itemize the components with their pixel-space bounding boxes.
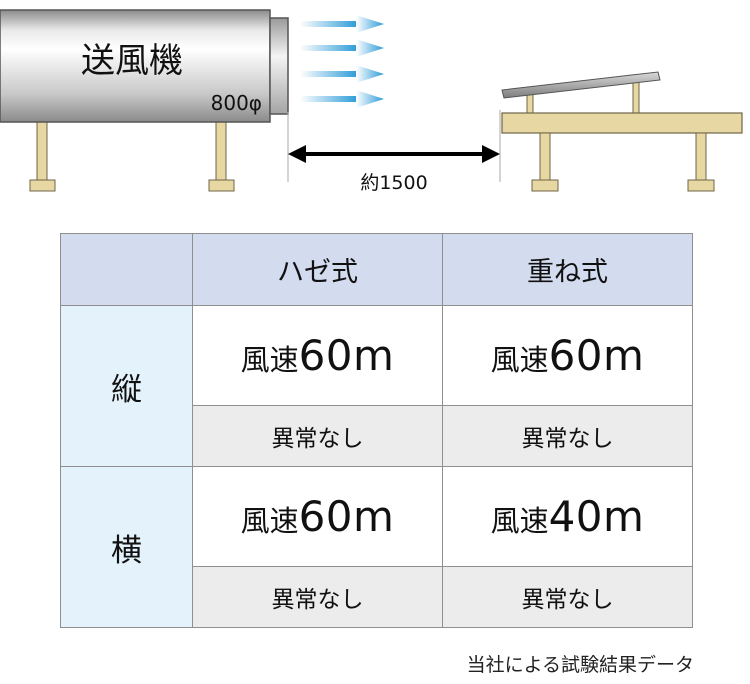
roof-sample: [501, 71, 661, 99]
status-cell: 異常なし: [192, 405, 443, 467]
wind-speed-cell: 風速60m: [192, 305, 443, 406]
speed-value: 60m: [548, 331, 645, 380]
speed-prefix: 風速: [240, 343, 299, 377]
wind-arrow-icon: [300, 39, 384, 57]
distance-marker: 約1500: [287, 110, 501, 194]
table-header-row: ハゼ式 重ね式: [60, 233, 693, 306]
status-cell: 異常なし: [192, 566, 443, 628]
speed-prefix: 風速: [240, 504, 299, 538]
speed-prefix: 風速: [490, 504, 549, 538]
wind-speed-cell: 風速40m: [442, 466, 693, 567]
wind-speed-cell: 風速60m: [442, 305, 693, 406]
distance-label: 約1500: [360, 172, 427, 194]
blower: 送風機 800φ: [0, 9, 289, 123]
table-row: 異常なし 異常なし: [61, 405, 693, 467]
table-row: 異常なし 異常なし: [61, 566, 693, 628]
table-row: 横 風速60m 風速40m: [60, 466, 693, 628]
row-label-vertical: 縦: [60, 305, 193, 467]
row-label-horizontal: 横: [60, 466, 193, 628]
column-header-haze: ハゼ式: [192, 233, 443, 306]
table-row: 縦 風速60m 風速60m: [60, 305, 693, 467]
source-note: 当社による試験結果データ: [466, 654, 694, 676]
blower-label: 送風機: [81, 41, 183, 81]
wind-arrow-icon: [300, 65, 384, 83]
wind-arrows: [300, 15, 384, 108]
table-corner-cell: [60, 233, 193, 306]
wind-test-results-table: ハゼ式 重ね式 縦 風速60m 風速60m 異常なし 異常なし 横 風速60m …: [60, 233, 693, 628]
speed-value: 40m: [548, 492, 645, 541]
wind-arrow-icon: [300, 90, 384, 108]
test-setup-illustration: 送風機 800φ 約1500: [0, 9, 743, 194]
status-cell: 異常なし: [442, 405, 693, 467]
test-stand: [501, 71, 743, 192]
speed-prefix: 風速: [490, 343, 549, 377]
blower-diameter-label: 800φ: [211, 91, 262, 115]
speed-value: 60m: [298, 492, 395, 541]
speed-value: 60m: [298, 331, 395, 380]
wind-speed-cell: 風速60m: [192, 466, 443, 567]
column-header-kasane: 重ね式: [442, 233, 693, 306]
wind-arrow-icon: [300, 15, 384, 33]
status-cell: 異常なし: [442, 566, 693, 628]
blower-stand: [29, 119, 235, 192]
